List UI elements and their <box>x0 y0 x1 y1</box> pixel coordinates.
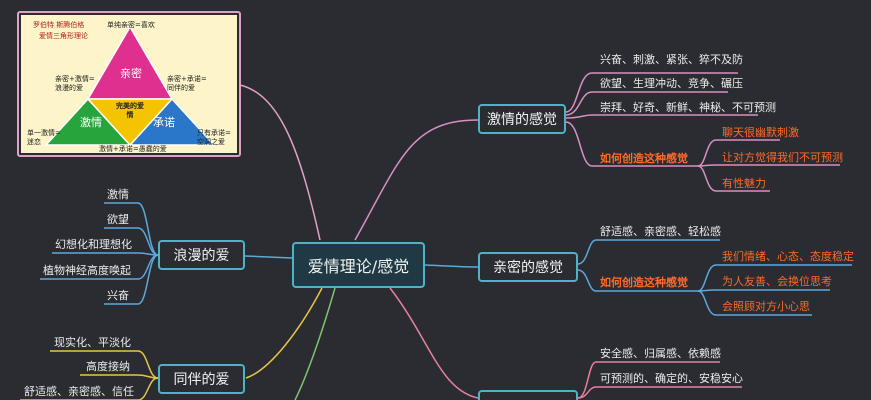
passion-how-item-3: 有性魅力 <box>722 177 766 190</box>
center-node[interactable]: 爱情理论/感觉 <box>292 242 425 288</box>
passion-item-1: 兴奋、刺激、紧张、猝不及防 <box>600 53 743 66</box>
intimacy-how-item-2: 为人友善、会换位思考 <box>722 275 832 288</box>
passion-how-item-1: 聊天很幽默刺激 <box>722 126 799 139</box>
triangle-theory-card: 罗伯特 斯腾伯格 爱情三角形理论 单纯亲密=喜欢 亲密 激情 承诺 完美的爱情 … <box>17 11 241 157</box>
passion-node-label: 激情的感觉 <box>487 112 557 128</box>
link-center-passion <box>354 119 479 241</box>
romantic-item-5: 兴奋 <box>107 289 129 302</box>
romantic-item-1: 激情 <box>107 188 129 201</box>
center-node-label: 爱情理论/感觉 <box>307 257 410 276</box>
passion-how-label: 如何创造这种感觉 <box>600 152 688 165</box>
romantic-item-4: 植物神经高度唤起 <box>43 264 131 277</box>
triangle-top-label: 单纯亲密=喜欢 <box>107 21 155 29</box>
intimacy-node[interactable]: 亲密的感觉 <box>478 252 578 282</box>
intimacy-node-label: 亲密的感觉 <box>493 260 563 276</box>
triangle-bottom: 激情+承诺=愚蠢的爱 <box>99 145 167 153</box>
triangle-intimacy: 亲密 <box>120 67 142 80</box>
commitment-item-2: 可预测的、确定的、安稳安心 <box>600 372 743 385</box>
intimacy-how-label: 如何创造这种感觉 <box>600 276 688 289</box>
romantic-love-node[interactable]: 浪漫的爱 <box>158 240 245 270</box>
passion-how-item-2: 让对方觉得我们不可预测 <box>722 151 843 164</box>
triangle-right-mid: 亲密+承诺=同伴的爱 <box>167 75 207 92</box>
triangle-left-mid: 亲密+激情=浪漫的爱 <box>55 75 95 92</box>
passion-node[interactable]: 激情的感觉 <box>478 104 566 134</box>
commitment-node[interactable] <box>478 390 578 400</box>
commitment-item-1: 安全感、归属感、依赖感 <box>600 347 721 360</box>
link-center-intimacy <box>424 264 479 268</box>
triangle-commitment: 承诺 <box>153 116 175 129</box>
triangle-center: 完美的爱情 <box>116 102 144 119</box>
intimacy-how-item-3: 会照顾对方小心思 <box>722 300 810 313</box>
triangle-theory-title: 爱情三角形理论 <box>39 32 88 40</box>
triangle-passion: 激情 <box>80 116 102 129</box>
triangle-author: 罗伯特 斯腾伯格 <box>33 21 85 29</box>
intimacy-item-1: 舒适感、亲密感、轻松感 <box>600 225 721 238</box>
love-triangle-figure <box>44 25 216 147</box>
passion-item-3: 崇拜、好奇、新鲜、神秘、不可预测 <box>600 101 776 114</box>
companion-item-3: 舒适感、亲密感、信任 <box>24 385 134 398</box>
romantic-item-2: 欲望 <box>107 213 129 226</box>
romantic-love-label: 浪漫的爱 <box>173 248 230 264</box>
companion-love-node[interactable]: 同伴的爱 <box>158 364 245 394</box>
link-center-extra <box>294 287 336 400</box>
link-center-triangle <box>239 84 321 241</box>
romantic-item-3: 幻想化和理想化 <box>55 238 132 251</box>
triangle-bottom-right: 只有承诺=空洞之爱 <box>197 129 231 146</box>
triangle-bottom-left: 单一激情=迷恋 <box>27 129 61 146</box>
companion-love-label: 同伴的爱 <box>173 372 230 388</box>
companion-item-2: 高度接纳 <box>86 360 130 373</box>
companion-item-1: 现实化、平淡化 <box>54 336 131 349</box>
intimacy-how-item-1: 我们情绪、心态、态度稳定 <box>722 250 854 263</box>
link-center-commitment <box>389 287 479 399</box>
passion-item-2: 欲望、生理冲动、竞争、碾压 <box>600 77 743 90</box>
link-center-romantic <box>244 255 293 259</box>
link-center-companion <box>245 287 323 379</box>
